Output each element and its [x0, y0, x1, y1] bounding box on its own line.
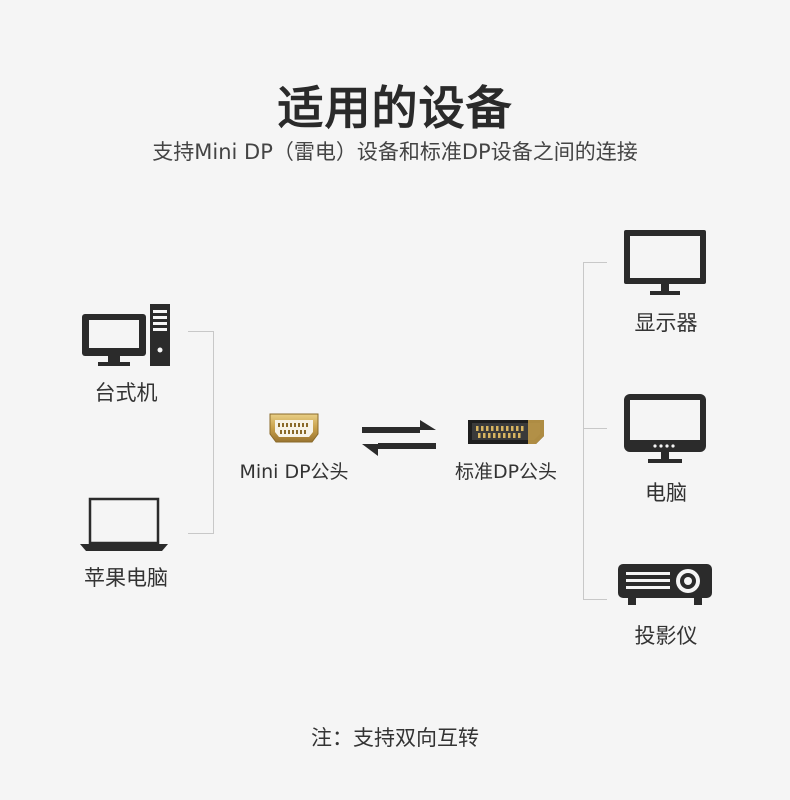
left-bracket-vertical — [213, 331, 214, 533]
monitor-icon — [622, 228, 708, 298]
laptop-label: 苹果电脑 — [84, 566, 168, 590]
projector-icon — [616, 560, 714, 608]
page-title: 适用的设备 — [277, 81, 513, 135]
right-bracket-vertical — [583, 262, 584, 600]
projector-label: 投影仪 — [634, 624, 698, 648]
right-bracket-middle — [583, 428, 607, 429]
left-bracket-top — [188, 331, 214, 332]
bidirectional-arrows-icon — [360, 416, 438, 460]
standard-dp-connector-icon — [466, 418, 546, 446]
laptop-icon — [78, 496, 170, 554]
mini-dp-label: Mini DP公头 — [239, 461, 349, 483]
monitor-label: 显示器 — [634, 311, 698, 335]
all-in-one-pc-icon — [622, 392, 708, 466]
right-bracket-top — [583, 262, 607, 263]
mini-dp-connector-icon — [268, 412, 320, 444]
desktop-computer-icon — [80, 302, 172, 368]
left-bracket-bottom — [188, 533, 214, 534]
right-bracket-bottom — [583, 599, 607, 600]
desktop-label: 台式机 — [94, 381, 158, 405]
page-subtitle: 支持Mini DP（雷电）设备和标准DP设备之间的连接 — [152, 140, 638, 164]
all-in-one-pc-label: 电脑 — [645, 481, 687, 505]
footer-note: 注：支持双向互转 — [311, 726, 479, 750]
standard-dp-label: 标准DP公头 — [454, 461, 558, 483]
